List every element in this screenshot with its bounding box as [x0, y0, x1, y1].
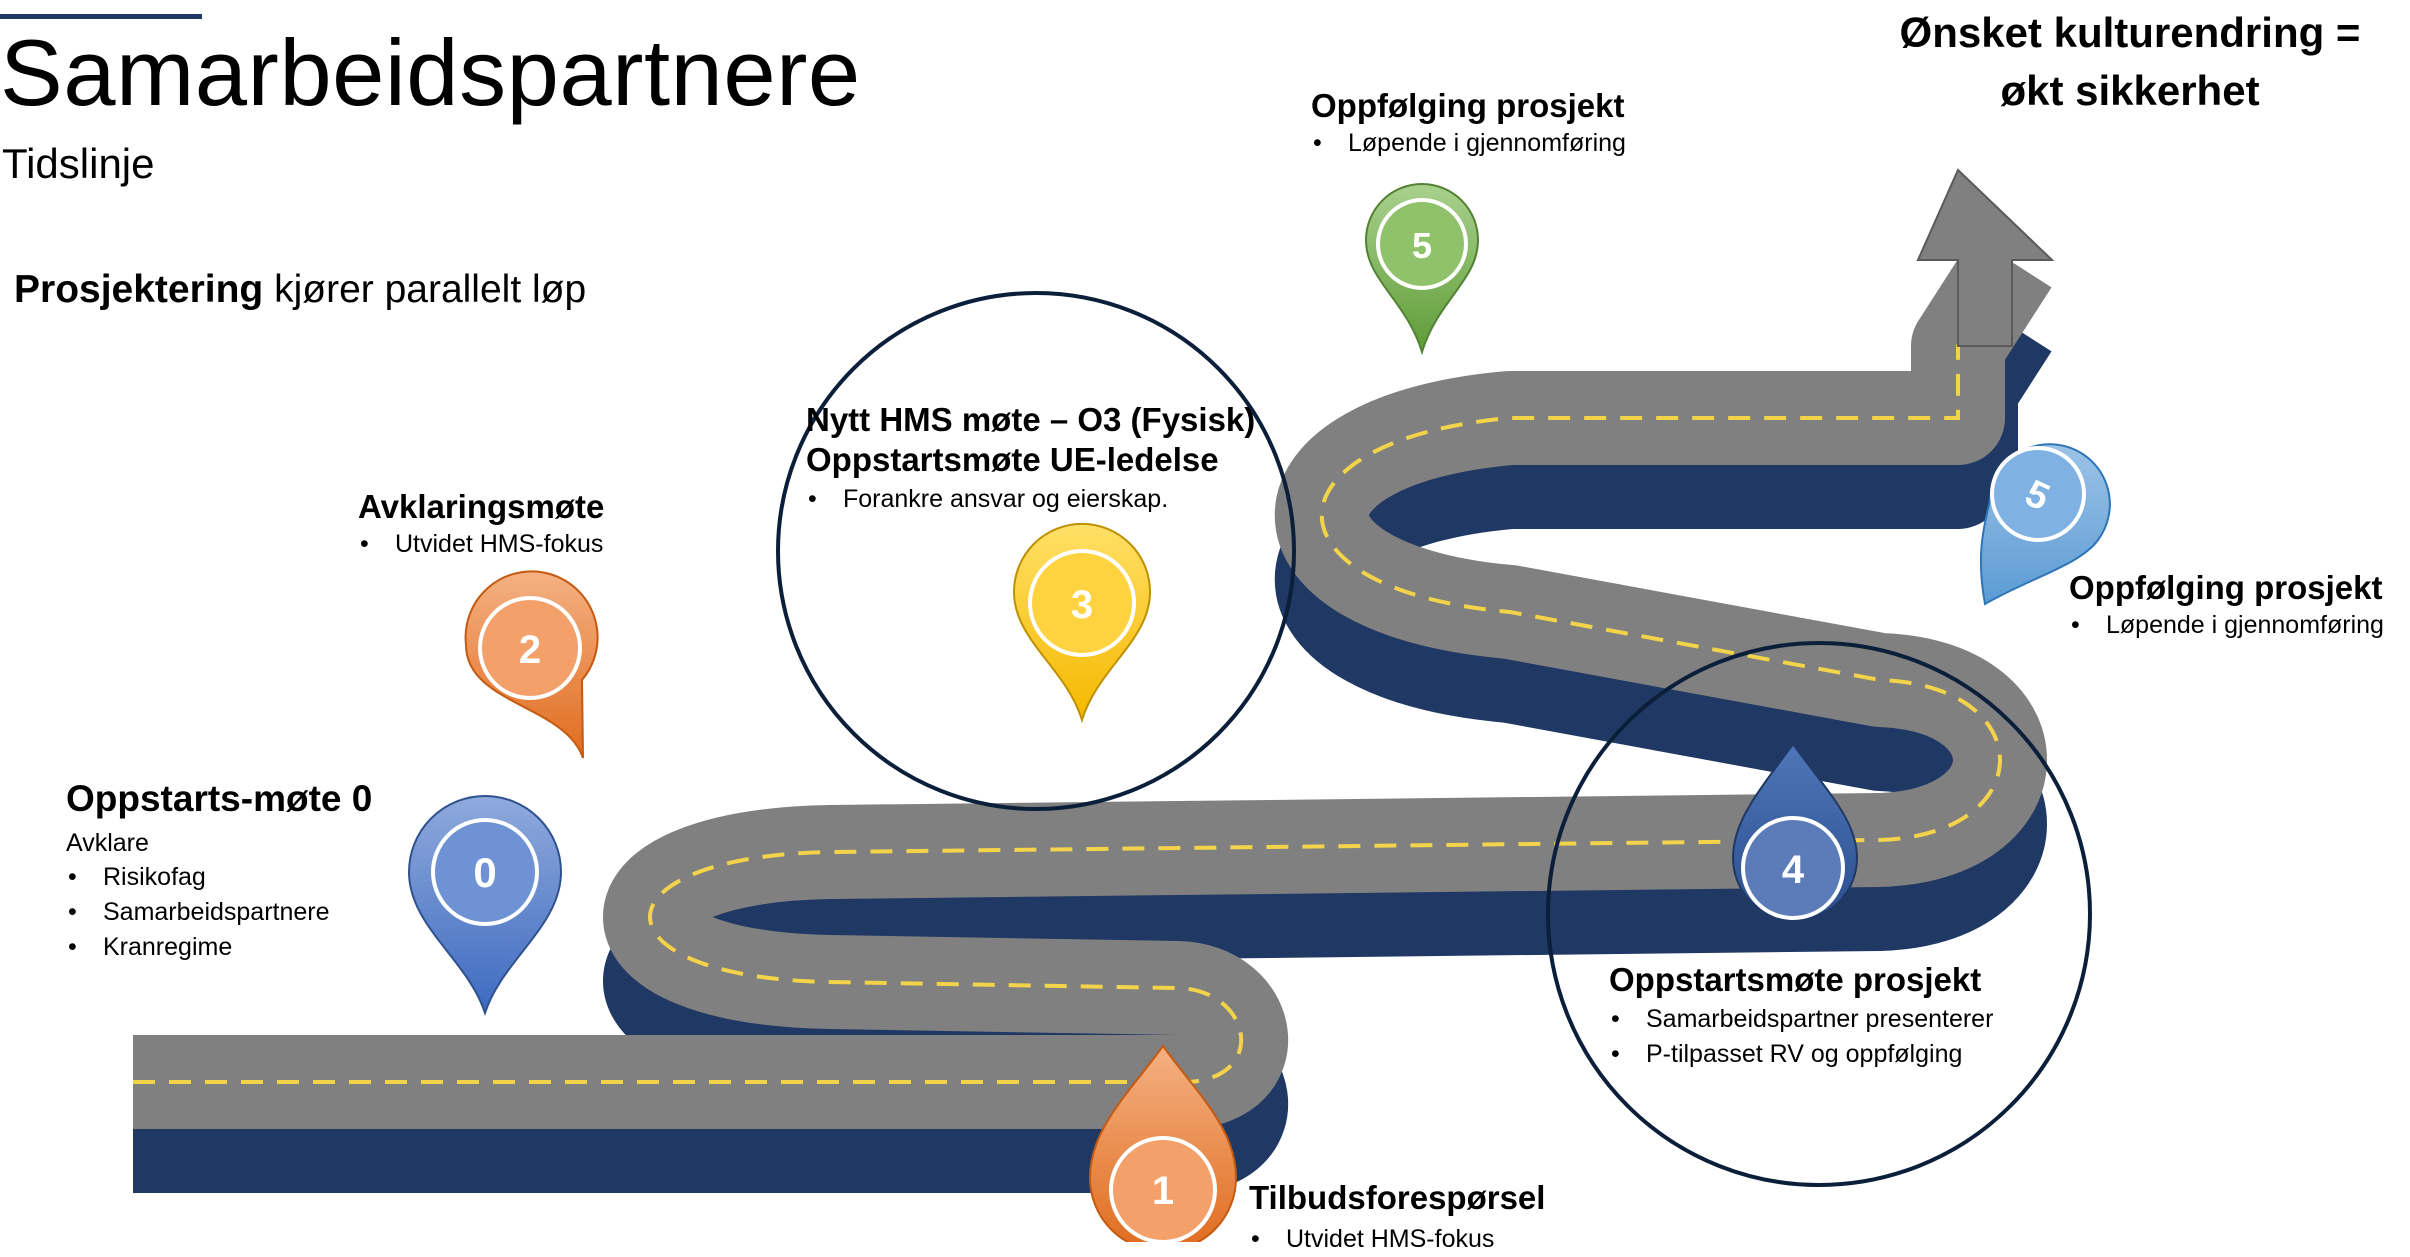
milestone-4: Oppstartsmøte prosjekt Samarbeidspartner…	[1609, 960, 1993, 1072]
list-item: P-tilpasset RV og oppfølging	[1609, 1037, 1993, 1072]
marker-3-number: 3	[1071, 583, 1093, 627]
milestone-1: Tilbudsforespørsel Utvidet HMS-fokus	[1249, 1178, 1545, 1257]
goal-text: Ønsket kulturendring = økt sikkerhet	[1870, 4, 2390, 120]
title-accent-bar	[0, 14, 202, 19]
marker-4-number: 4	[1782, 848, 1805, 892]
milestone-2-list: Utvidet HMS-fokus	[358, 527, 604, 562]
milestone-3-title-line-2: Oppstartsmøte UE-ledelse	[806, 441, 1219, 478]
list-item: Risikofag	[66, 860, 372, 895]
list-item: Forankre ansvar og eierskap.	[806, 482, 1255, 517]
milestone-3: Nytt HMS møte – O3 (Fysisk) Oppstartsmøt…	[806, 400, 1255, 517]
marker-0-number: 0	[473, 849, 496, 896]
marker-3[interactable]: 3	[1012, 523, 1152, 724]
marker-4[interactable]: 4	[1731, 742, 1859, 921]
milestone-5-right-list: Løpende i gjennomføring	[2069, 608, 2384, 643]
marker-2-number: 2	[519, 628, 541, 672]
milestone-0-list: Risikofag Samarbeidspartnere Kranregime	[66, 860, 372, 965]
milestone-0: Oppstarts-møte 0 Avklare Risikofag Samar…	[66, 776, 372, 965]
milestone-2-title: Avklaringsmøte	[358, 488, 605, 525]
milestone-5-right-title: Oppfølging prosjekt	[2069, 569, 2383, 606]
milestone-1-title: Tilbudsforespørsel	[1249, 1179, 1546, 1216]
road-surface	[133, 236, 2052, 1129]
highlight-circle-4	[1546, 641, 2092, 1187]
milestone-5-top-title: Oppfølging prosjekt	[1311, 87, 1625, 124]
marker-2[interactable]: 2	[464, 570, 599, 759]
goal-line-2: økt sikkerhet	[2000, 67, 2260, 114]
page-subtitle: Tidslinje	[2, 140, 155, 187]
list-item: Kranregime	[66, 930, 372, 965]
list-item: Samarbeidspartnere	[66, 895, 372, 930]
milestone-5-top: Oppfølging prosjekt Løpende i gjennomfør…	[1311, 86, 1626, 161]
milestone-0-intro: Avklare	[66, 829, 149, 857]
list-item: Utvidet HMS-fokus	[1249, 1222, 1545, 1257]
page-title: Samarbeidspartnere	[0, 20, 861, 125]
milestone-0-title: Oppstarts-møte 0	[66, 778, 373, 819]
marker-1[interactable]: 1	[1088, 1044, 1238, 1242]
milestone-2: Avklaringsmøte Utvidet HMS-fokus	[358, 487, 604, 562]
parallel-note: Prosjektering kjører parallelt løp	[14, 266, 586, 314]
list-item: Løpende i gjennomføring	[2069, 608, 2384, 643]
list-item: Utvidet HMS-fokus	[358, 527, 604, 562]
list-item: Løpende i gjennomføring	[1311, 126, 1626, 161]
milestone-3-list: Forankre ansvar og eierskap.	[806, 482, 1255, 517]
list-item: Samarbeidspartner presenterer	[1609, 1002, 1993, 1037]
milestone-5-right: Oppfølging prosjekt Løpende i gjennomfør…	[2069, 568, 2384, 643]
milestone-4-list: Samarbeidspartner presenterer P-tilpasse…	[1609, 1002, 1993, 1072]
parallel-note-bold: Prosjektering	[14, 268, 264, 311]
milestone-3-title-line-1: Nytt HMS møte – O3 (Fysisk)	[806, 401, 1256, 438]
milestone-5-top-list: Løpende i gjennomføring	[1311, 126, 1626, 161]
marker-1-number: 1	[1152, 1169, 1174, 1213]
milestone-4-title: Oppstartsmøte prosjekt	[1609, 961, 1982, 998]
highlight-circle-3	[776, 291, 1296, 811]
marker-5-right[interactable]: 5	[1979, 443, 2111, 606]
milestone-1-list: Utvidet HMS-fokus	[1249, 1222, 1545, 1257]
arrow-head-icon	[1916, 168, 2055, 347]
goal-line-1: Ønsket kulturendring =	[1899, 9, 2361, 56]
parallel-note-rest: kjører parallelt løp	[263, 268, 587, 311]
marker-5-top[interactable]: 5	[1364, 183, 1480, 356]
marker-0[interactable]: 0	[407, 795, 563, 1017]
marker-5-top-number: 5	[1412, 225, 1432, 266]
